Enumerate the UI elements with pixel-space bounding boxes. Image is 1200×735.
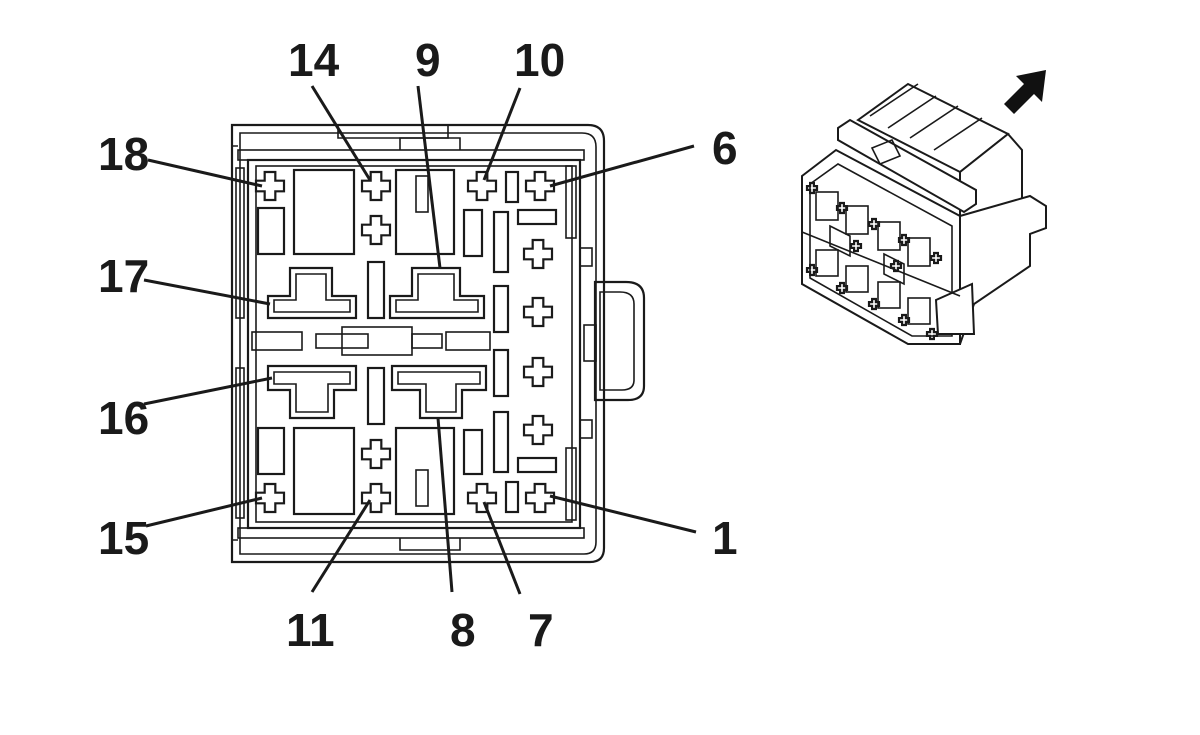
pin-terminal xyxy=(254,482,286,514)
leader-6 xyxy=(549,144,695,188)
pin-terminals xyxy=(254,170,556,514)
terminal-mark xyxy=(897,313,911,327)
pin-terminal xyxy=(360,482,392,514)
pin-labels: 18 14 9 10 6 17 16 15 11 8 7 1 xyxy=(98,34,738,656)
terminal-mark xyxy=(835,281,849,295)
pin-label-14: 14 xyxy=(288,34,340,86)
pin-label-16: 16 xyxy=(98,392,149,444)
pin-label-17: 17 xyxy=(98,250,149,302)
leader-17 xyxy=(143,278,271,306)
leader-1 xyxy=(549,494,697,534)
pin-label-7: 7 xyxy=(528,604,554,656)
pin-label-11: 11 xyxy=(286,604,335,656)
leader-8 xyxy=(436,417,454,593)
terminal-mark xyxy=(849,239,863,253)
terminal-mark xyxy=(929,251,943,265)
pin-label-9: 9 xyxy=(415,34,441,86)
terminal-mark xyxy=(805,263,819,277)
terminal-mark xyxy=(805,181,819,195)
leader-14 xyxy=(310,85,372,181)
pin-terminal xyxy=(360,214,392,246)
arrow-up-right-icon xyxy=(1004,70,1046,114)
pin-terminal xyxy=(524,170,556,202)
leader-15 xyxy=(145,496,263,528)
pin-terminal xyxy=(522,414,554,446)
pin-terminal xyxy=(254,170,286,202)
pin-label-15: 15 xyxy=(98,512,149,564)
terminal-mark xyxy=(835,201,849,215)
pin-label-18: 18 xyxy=(98,128,149,180)
pin-terminal xyxy=(524,482,556,514)
pin-terminal xyxy=(522,238,554,270)
leader-7 xyxy=(482,501,522,595)
pin-label-10: 10 xyxy=(514,34,565,86)
leader-10 xyxy=(482,87,522,181)
terminal-mark xyxy=(897,233,911,247)
pin-label-1: 1 xyxy=(712,512,738,564)
connector-isometric-icon xyxy=(801,82,1047,345)
latch-tab xyxy=(579,247,646,439)
terminal-mark xyxy=(889,259,903,273)
leader-11 xyxy=(310,499,372,593)
pin-label-6: 6 xyxy=(712,122,738,174)
pin-terminal xyxy=(522,296,554,328)
center-divider xyxy=(251,326,491,356)
terminal-mark xyxy=(925,327,939,341)
pin-terminal xyxy=(360,170,392,202)
pin-terminal xyxy=(360,438,392,470)
terminal-mark xyxy=(867,217,881,231)
leader-18 xyxy=(147,158,263,188)
terminal-mark xyxy=(867,297,881,311)
leader-16 xyxy=(143,376,273,406)
pin-terminal xyxy=(466,482,498,514)
pin-label-8: 8 xyxy=(450,604,476,656)
pin-terminal xyxy=(466,170,498,202)
pin-terminal xyxy=(522,356,554,388)
connector-face-view xyxy=(230,123,646,564)
leader-lines xyxy=(143,85,697,595)
leader-9 xyxy=(416,85,442,269)
